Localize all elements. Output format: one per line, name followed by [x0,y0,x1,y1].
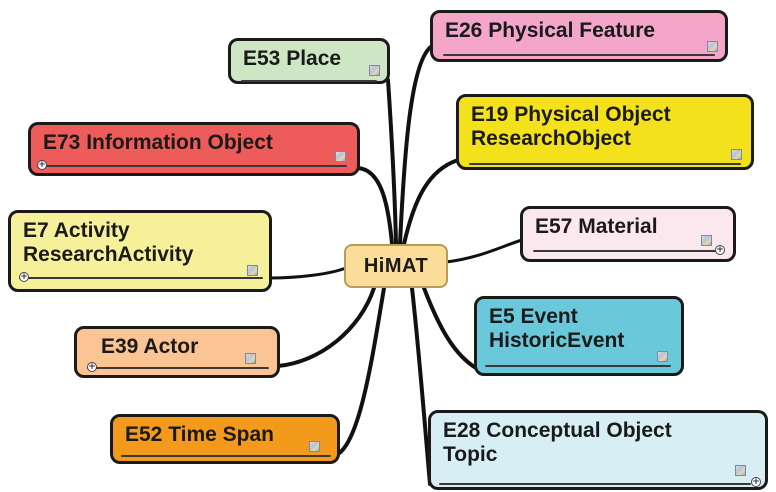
topic-e5-event[interactable]: E5 Event HistoricEvent [474,296,684,376]
topic-label-line2: ResearchActivity [23,243,194,266]
topic-underline [39,165,347,167]
topic-e19-physical-object[interactable]: E19 Physical Object ResearchObject [456,94,754,170]
topic-label: E73 Information Object [43,131,273,154]
topic-label-line2: ResearchObject [471,127,631,150]
note-icon[interactable] [701,235,712,246]
note-icon[interactable] [369,65,380,76]
topic-label: E52 Time Span [125,423,275,446]
connector-e52 [336,286,386,456]
topic-label: E39 Actor [101,335,199,358]
expand-toggle-icon[interactable]: + [715,245,725,255]
topic-e39-actor[interactable]: E39 Actor + [74,326,280,378]
topic-label-line1: E28 Conceptual Object [443,419,672,442]
connector-e57 [444,238,524,264]
topic-underline [241,80,377,82]
topic-e28-conceptual-object[interactable]: E28 Conceptual Object Topic + [428,410,768,490]
note-icon[interactable] [335,151,346,162]
topic-label-line1: E5 Event [489,305,578,328]
expand-toggle-icon[interactable]: + [37,160,47,170]
note-icon[interactable] [247,265,258,276]
topic-label-line2: Topic [443,443,498,466]
topic-label: E57 Material [535,215,658,238]
note-icon[interactable] [657,351,668,362]
connector-e53 [386,78,398,246]
topic-e57-material[interactable]: E57 Material + [520,206,736,262]
connector-e73 [356,166,394,246]
note-icon[interactable] [245,353,256,364]
topic-underline [121,455,331,457]
topic-e7-activity[interactable]: E7 Activity ResearchActivity + [8,210,272,292]
connector-e39 [276,286,376,368]
topic-underline [19,277,263,279]
connector-e26 [398,44,434,246]
connector-e7 [266,266,348,280]
topic-underline [439,483,751,485]
topic-e52-time-span[interactable]: E52 Time Span [110,414,340,464]
note-icon[interactable] [707,41,718,52]
topic-e73-information-object[interactable]: E73 Information Object + [28,122,360,176]
topic-label: E53 Place [243,47,342,70]
note-icon[interactable] [735,465,746,476]
topic-label-line1: E7 Activity [23,219,130,242]
connector-e5 [422,286,478,370]
central-topic-himat[interactable]: HiMAT [344,244,448,288]
expand-toggle-icon[interactable]: + [87,362,97,372]
connector-e19 [402,158,460,246]
topic-e26-physical-feature[interactable]: E26 Physical Feature [430,10,728,62]
topic-underline [533,250,719,252]
note-icon[interactable] [309,441,320,452]
topic-underline [485,365,671,367]
topic-underline [87,367,269,369]
expand-toggle-icon[interactable]: + [19,272,29,282]
topic-underline [469,163,741,165]
topic-label-line2: HistoricEvent [489,329,625,352]
note-icon[interactable] [731,149,742,160]
expand-toggle-icon[interactable]: + [751,477,761,487]
topic-label: E26 Physical Feature [445,19,656,42]
topic-label-line1: E19 Physical Object [471,103,671,126]
topic-e53-place[interactable]: E53 Place [228,38,390,84]
topic-underline [443,54,715,56]
